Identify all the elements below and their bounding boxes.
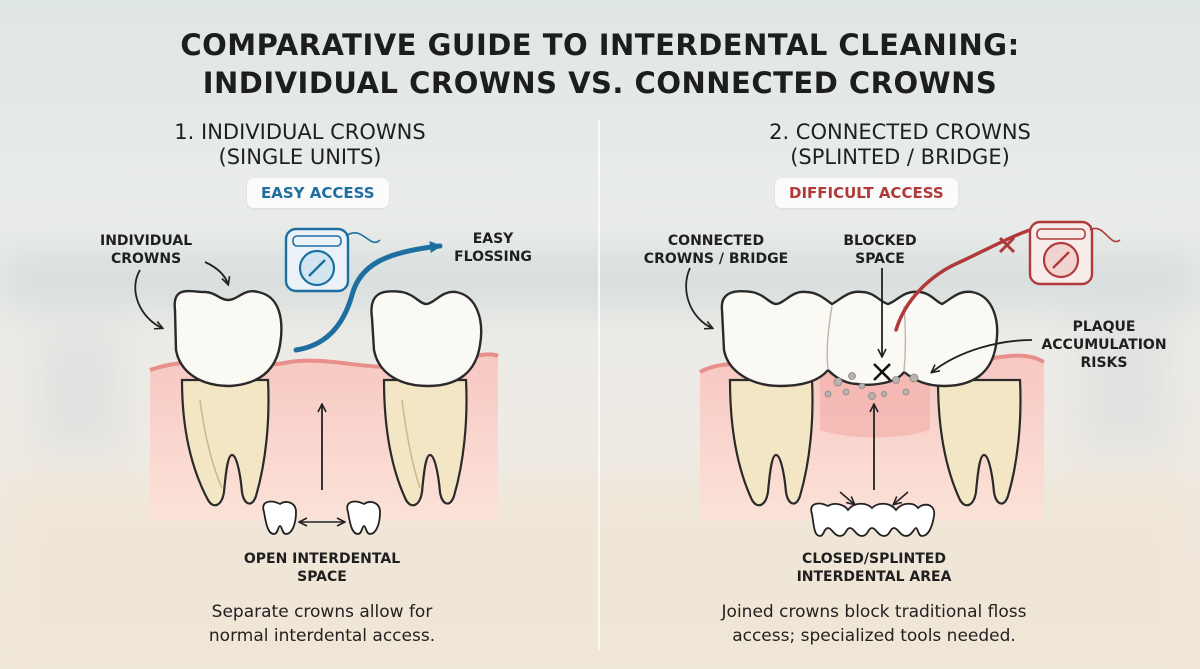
open-interdental-space-label: OPEN INTERDENTAL SPACE: [222, 550, 422, 586]
plaque-accumulation-label: PLAQUE ACCUMULATION RISKS: [1034, 318, 1174, 372]
individual-crowns-label: INDIVIDUAL CROWNS: [100, 232, 192, 268]
floss-box-icon: [284, 227, 381, 293]
left-heading-line-2: (SINGLE UNITS): [218, 145, 382, 169]
panel-divider: [598, 120, 600, 650]
right-heading-line-2: (SPLINTED / BRIDGE): [790, 145, 1010, 169]
right-tooth-roots: [728, 378, 1022, 507]
open-space-label-line-1: OPEN INTERDENTAL: [243, 551, 401, 567]
connected-crowns-pointer: [685, 267, 712, 328]
plaque-particles: [824, 372, 919, 400]
right-description-line-1: Joined crowns block traditional floss: [721, 602, 1027, 622]
open-space-label-line-2: SPACE: [297, 569, 347, 585]
individual-crowns-pointer-1: [204, 261, 228, 284]
plaque-label-line-3: RISKS: [1080, 355, 1128, 371]
left-heading-line-1: 1. INDIVIDUAL CROWNS: [174, 120, 426, 144]
separate-teeth-icon: [262, 500, 381, 535]
page-title: COMPARATIVE GUIDE TO INTERDENTAL CLEANIN…: [0, 26, 1200, 102]
plaque-pointer: [932, 339, 1033, 372]
blocked-x-mark: [873, 363, 891, 381]
connected-pointer-right: [894, 491, 909, 504]
connected-crowns-label: CONNECTED CROWNS / BRIDGE: [626, 232, 806, 268]
blocked-floss-string: [894, 228, 1032, 332]
easy-flossing-arrow: [293, 241, 443, 353]
connected-teeth-icon: [810, 502, 936, 537]
title-line-1: COMPARATIVE GUIDE TO INTERDENTAL CLEANIN…: [180, 28, 1020, 62]
easy-flossing-label-line-1: EASY: [472, 231, 514, 247]
individual-crowns-label-line-2: CROWNS: [110, 251, 182, 267]
right-description: Joined crowns block traditional floss ac…: [574, 600, 1174, 648]
difficult-access-badge: DIFFICULT ACCESS: [775, 178, 958, 208]
connected-crowns-label-line-1: CONNECTED: [667, 233, 765, 249]
individual-crowns-label-line-1: INDIVIDUAL: [100, 233, 193, 249]
left-tooth-2: [370, 290, 483, 507]
right-heading-line-1: 2. CONNECTED CROWNS: [769, 120, 1031, 144]
title-line-2: INDIVIDUAL CROWNS VS. CONNECTED CROWNS: [202, 66, 998, 100]
closed-area-label-line-2: INTERDENTAL AREA: [796, 569, 952, 585]
left-description: Separate crowns allow for normal interde…: [22, 600, 622, 648]
no-access-x-icon: [998, 236, 1016, 254]
connected-crowns: [720, 289, 999, 388]
plaque-label-line-2: ACCUMULATION: [1041, 337, 1167, 353]
blocked-space-label-line-2: SPACE: [855, 251, 905, 267]
easy-flossing-label-line-2: FLOSSING: [454, 249, 532, 265]
right-description-line-2: access; specialized tools needed.: [732, 626, 1016, 646]
connected-crowns-label-line-2: CROWNS / BRIDGE: [643, 251, 789, 267]
closed-splinted-area-label: CLOSED/SPLINTED INTERDENTAL AREA: [774, 550, 974, 586]
left-description-line-2: normal interdental access.: [208, 626, 436, 646]
blocked-space-label-line-1: BLOCKED: [843, 233, 917, 249]
individual-crowns-pointer-2: [134, 269, 162, 328]
floss-box-blocked-icon: [1028, 220, 1121, 286]
easy-flossing-label: EASY FLOSSING: [448, 230, 538, 266]
left-panel-heading: 1. INDIVIDUAL CROWNS (SINGLE UNITS): [0, 120, 600, 170]
connected-pointer-left: [839, 491, 854, 504]
closed-area-label-line-1: CLOSED/SPLINTED: [802, 551, 946, 567]
right-panel-heading: 2. CONNECTED CROWNS (SPLINTED / BRIDGE): [600, 120, 1200, 170]
plaque-label-line-1: PLAQUE: [1072, 319, 1136, 335]
left-description-line-1: Separate crowns allow for: [211, 602, 433, 622]
left-tooth-1: [173, 289, 283, 507]
blocked-space-label: BLOCKED SPACE: [830, 232, 930, 268]
easy-access-badge: EASY ACCESS: [247, 178, 389, 208]
